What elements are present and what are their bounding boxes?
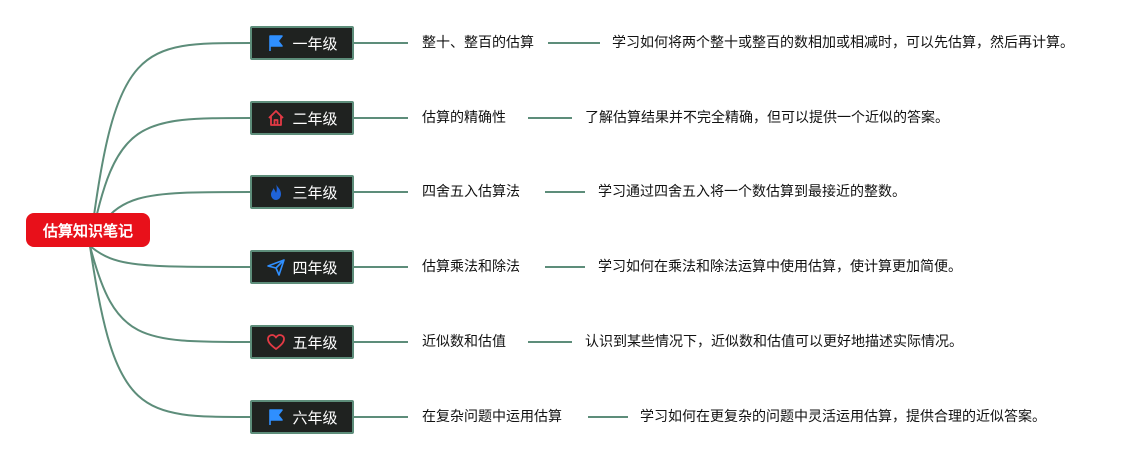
grade-node-4[interactable]: 四年级 [250,250,354,284]
topic-text: 整十、整百的估算 [422,35,534,51]
grade-label: 二年级 [292,109,338,128]
flag-icon [266,407,286,427]
grade-node-6[interactable]: 六年级 [250,400,354,434]
detail-text: 学习如何在更复杂的问题中灵活运用估算，提供合理的近似答案。 [640,409,1046,425]
heart-icon [266,332,286,352]
root-branch-connector [89,245,251,343]
root-label: 估算知识笔记 [42,221,133,240]
topic-text: 近似数和估值 [422,334,506,350]
topic-text: 估算的精确性 [422,110,506,126]
paper-plane-icon [266,257,286,277]
grade-node-3[interactable]: 三年级 [250,175,354,209]
detail-text: 学习通过四舍五入将一个数估算到最接近的整数。 [598,184,906,200]
topic-text: 四舍五入估算法 [422,184,520,200]
detail-text: 了解估算结果并不完全精确，但可以提供一个近似的答案。 [585,110,949,126]
flame-icon [266,182,286,202]
grade-node-5[interactable]: 五年级 [250,325,354,359]
detail-text: 学习如何将两个整十或整百的数相加或相减时，可以先估算，然后再计算。 [612,35,1074,51]
grade-label: 一年级 [292,34,338,53]
root-branch-connector [89,117,251,247]
grade-label: 五年级 [292,333,338,352]
root-branch-connector [89,42,251,247]
root-branch-connector [89,245,251,418]
grade-label: 六年级 [292,408,338,427]
detail-text: 学习如何在乘法和除法运算中使用估算，使计算更加简便。 [598,259,962,275]
root-node[interactable]: 估算知识笔记 [26,213,150,247]
detail-text: 认识到某些情况下，近似数和估值可以更好地描述实际情况。 [585,334,963,350]
house-icon [266,108,286,128]
topic-text: 在复杂问题中运用估算 [422,409,562,425]
grade-label: 三年级 [292,183,338,202]
mindmap-connectors [89,42,628,418]
grade-node-2[interactable]: 二年级 [250,101,354,135]
grade-label: 四年级 [292,258,338,277]
root-branch-connector [89,245,251,268]
grade-node-1[interactable]: 一年级 [250,26,354,60]
flag-icon [266,33,286,53]
topic-text: 估算乘法和除法 [422,259,520,275]
